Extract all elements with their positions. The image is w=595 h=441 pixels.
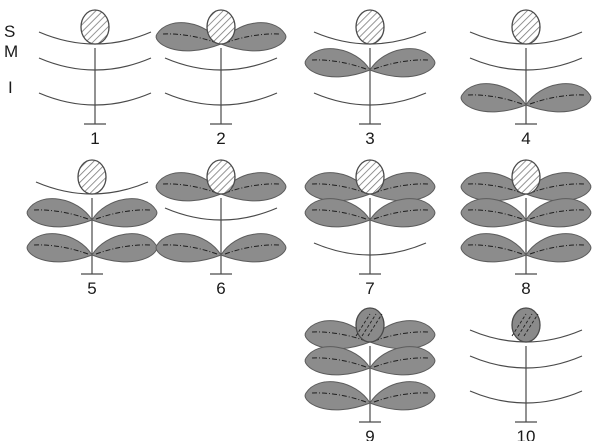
- plant-figure-3: 3: [305, 10, 435, 148]
- leaf-left-tier-3: [461, 84, 526, 112]
- figure-number: 8: [521, 279, 530, 298]
- figure-number: 4: [521, 129, 530, 148]
- leaf-left-tier-2: [27, 199, 92, 227]
- leaf-left-tier-3: [461, 234, 526, 262]
- leaf-right-tier-3: [526, 234, 591, 262]
- bud-hatched: [356, 10, 384, 44]
- figure-number: 3: [365, 129, 374, 148]
- leaf-left-tier-2: [461, 199, 526, 227]
- leaf-left-tier-2: [305, 49, 370, 77]
- leaf-right-tier-3: [526, 84, 591, 112]
- bud-hatched: [78, 160, 106, 194]
- figure-number: 2: [216, 129, 225, 148]
- figure-number: 6: [216, 279, 225, 298]
- label-m: M: [4, 42, 18, 61]
- leaf-left-tier-3: [305, 382, 370, 410]
- bud-solid: [356, 308, 384, 342]
- leaf-left-tier-2: [305, 199, 370, 227]
- leaf-left-tier-3: [156, 234, 221, 262]
- leaf-right-tier-3: [92, 234, 157, 262]
- leaf-right-tier-2: [92, 199, 157, 227]
- plant-figure-9: 9: [305, 308, 435, 441]
- leaf-right-tier-2: [526, 199, 591, 227]
- leaf-left-tier-3: [27, 234, 92, 262]
- plant-figure-4: 4: [461, 10, 591, 148]
- plant-figure-7: 7: [305, 160, 435, 298]
- leaf-left-tier-2: [305, 347, 370, 375]
- figure-number: 1: [90, 129, 99, 148]
- figure-number: 10: [517, 427, 536, 441]
- plant-figure-10: 10: [470, 308, 582, 441]
- bud-hatched: [207, 160, 235, 194]
- leaf-right-tier-3: [221, 234, 286, 262]
- plant-figure-1: 1: [39, 10, 151, 148]
- figure-number: 7: [365, 279, 374, 298]
- plant-figure-6: 6: [156, 160, 286, 298]
- figure-number: 9: [365, 427, 374, 441]
- bud-solid: [512, 308, 540, 342]
- bud-hatched: [512, 10, 540, 44]
- plant-figure-5: 5: [27, 160, 157, 298]
- bud-hatched: [512, 160, 540, 194]
- leaf-right-tier-2: [370, 347, 435, 375]
- leaf-right-tier-3: [370, 382, 435, 410]
- label-i: I: [8, 78, 13, 97]
- figures-group: 1 2 3 4 5 6 7 8 9 10: [27, 10, 591, 441]
- bud-hatched: [356, 160, 384, 194]
- plant-figure-8: 8: [461, 160, 591, 298]
- leaf-right-tier-2: [370, 199, 435, 227]
- leaf-right-tier-2: [370, 49, 435, 77]
- label-s: S: [4, 22, 15, 41]
- bud-hatched: [207, 10, 235, 44]
- bud-hatched: [81, 10, 109, 44]
- plant-figure-2: 2: [156, 10, 286, 148]
- figure-number: 5: [87, 279, 96, 298]
